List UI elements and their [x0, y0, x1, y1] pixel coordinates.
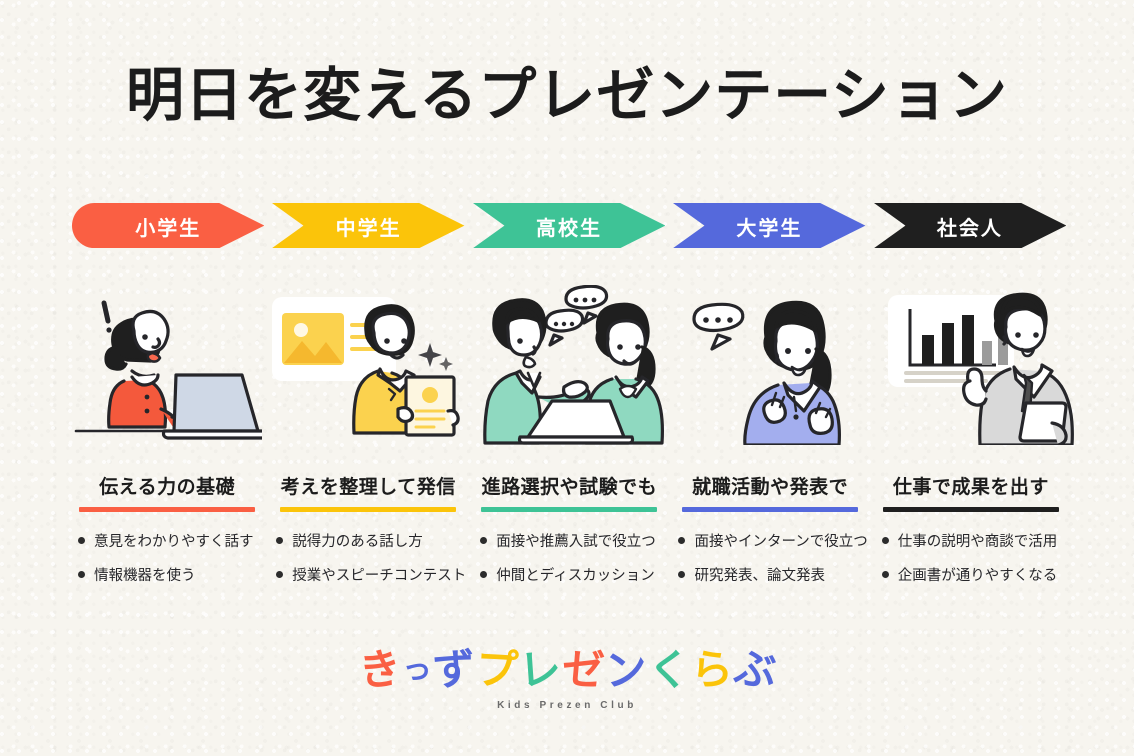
stage-bullet-list: 説得力のある話し方 授業やスピーチコンテスト [270, 530, 466, 585]
list-item: 面接や推薦入試で役立つ [480, 530, 656, 551]
bullet-dot-icon [78, 537, 85, 544]
list-item-label: 企画書が通りやすくなる [897, 568, 1058, 584]
stage-badge-label: 高校生 [536, 217, 603, 240]
stage-heading-underline [280, 507, 457, 512]
list-item: 説得力のある話し方 [276, 530, 423, 551]
bullet-dot-icon [276, 571, 284, 578]
illustration-working-adult [884, 280, 1084, 445]
illustration-row [72, 280, 1074, 445]
stage-bullet-list: 意見をわかりやすく話す 情報機器を使う [72, 530, 262, 585]
list-item-label: 面接やインターンで役立つ [694, 534, 868, 550]
stage-badge-label: 社会人 [936, 217, 1003, 240]
stage-badge-label: 小学生 [135, 217, 202, 240]
illustration-elementary [72, 280, 262, 445]
logo-char: ら [689, 644, 734, 695]
girl-at-laptop-icon [74, 300, 262, 440]
stage-heading: 就職活動や発表で [692, 477, 849, 498]
list-item: 授業やスピーチコンテスト [276, 564, 466, 585]
list-item: 企画書が通りやすくなる [881, 564, 1058, 585]
stage-heading: 仕事で成果を出す [892, 477, 1049, 498]
stage-card-working-adult: 仕事で成果を出す 仕事の説明や商談で活用 企画書が通りやすくなる [876, 472, 1066, 585]
bullet-dot-icon [480, 537, 488, 544]
illustration-junior-high [270, 280, 460, 445]
stage-heading: 考えを整理して発信 [280, 477, 456, 498]
illustration-university [676, 280, 876, 445]
list-item-label: 研究発表、論文発表 [694, 568, 825, 584]
stage-badge-label: 中学生 [335, 217, 402, 240]
logo-char: ン [602, 644, 648, 695]
student-with-certificate-and-slide-icon [272, 297, 460, 437]
stage-badge-working-adult[interactable]: 社会人 [873, 203, 1067, 249]
list-item-label: 授業やスピーチコンテスト [292, 568, 467, 584]
stage-heading-underline [481, 507, 658, 512]
list-item: 意見をわかりやすく話す [78, 530, 254, 551]
logo-char: っ [400, 652, 433, 687]
illustration-high-school [468, 280, 668, 445]
logo-wordmark: き っ ず プ レ ゼ ン く ら ぶ [356, 643, 778, 696]
stage-card-university: 就職活動や発表で 面接やインターンで役立つ 研究発表、論文発表 [672, 472, 868, 585]
list-item: 研究発表、論文発表 [678, 564, 825, 585]
stage-bullet-list: 面接やインターンで役立つ 研究発表、論文発表 [672, 530, 868, 585]
stage-badge-junior-high[interactable]: 中学生 [272, 203, 465, 249]
page-title: 明日を変えるプレゼンテーション [125, 63, 1009, 128]
logo-char: レ [517, 644, 562, 695]
stage-bullet-list: 面接や推薦入試で役立つ 仲間とディスカッション [474, 530, 664, 585]
stage-card-high-school: 進路選択や試験でも 面接や推薦入試で役立つ 仲間とディスカッション [474, 472, 664, 585]
list-item-label: 仲間とディスカッション [496, 568, 655, 584]
bullet-dot-icon [78, 571, 85, 578]
logo-char: き [356, 643, 403, 696]
stage-bullet-list: 仕事の説明や商談で活用 企画書が通りやすくなる [876, 530, 1066, 585]
logo-subtitle: Kids Prezen Club [497, 700, 637, 711]
stage-card-elementary: 伝える力の基礎 意見をわかりやすく話す 情報機器を使う [72, 472, 262, 585]
stage-badge-high-school[interactable]: 高校生 [472, 203, 666, 249]
list-item-label: 仕事の説明や商談で活用 [897, 534, 1058, 550]
stage-heading-underline [682, 507, 859, 512]
logo-char: ぶ [732, 644, 778, 695]
list-item: 面接やインターンで役立つ [678, 530, 868, 551]
list-item-label: 意見をわかりやすく話す [94, 534, 254, 550]
woman-in-suit-speaking-icon [692, 300, 841, 445]
list-item: 情報機器を使う [78, 564, 196, 585]
list-item-label: 情報機器を使う [94, 568, 196, 584]
businessman-with-bar-chart-icon [888, 292, 1074, 445]
logo-char: ず [431, 644, 476, 695]
stage-heading: 伝える力の基礎 [99, 477, 236, 498]
bullet-dot-icon [480, 571, 488, 578]
bullet-dot-icon [678, 537, 686, 544]
stage-badge-elementary[interactable]: 小学生 [72, 203, 265, 249]
stage-heading-underline [882, 507, 1059, 512]
list-item-label: 説得力のある話し方 [292, 534, 423, 550]
list-item-label: 面接や推薦入試で役立つ [496, 534, 656, 550]
stage-badge-university[interactable]: 大学生 [673, 203, 866, 249]
stage-heading: 進路選択や試験でも [481, 477, 658, 498]
bullet-dot-icon [678, 571, 686, 578]
logo-char: プ [474, 644, 519, 695]
logo-char: く [646, 644, 691, 695]
stage-detail-row: 伝える力の基礎 意見をわかりやすく話す 情報機器を使う 考えを整理して発信 説得 [72, 472, 1066, 585]
brand-logo: き っ ず プ レ ゼ ン く ら ぶ Kids Prezen Club [0, 643, 1134, 711]
two-students-discussion-icon [483, 285, 664, 445]
list-item: 仕事の説明や商談で活用 [881, 530, 1058, 551]
bullet-dot-icon [881, 571, 889, 578]
stage-badge-row: 小学生 中学生 高校生 大学生 社会人 [72, 203, 1067, 249]
list-item: 仲間とディスカッション [480, 564, 655, 585]
stage-badge-label: 大学生 [736, 217, 803, 240]
bullet-dot-icon [881, 537, 889, 544]
stage-card-junior-high: 考えを整理して発信 説得力のある話し方 授業やスピーチコンテスト [270, 472, 466, 585]
stage-heading-underline [79, 507, 256, 512]
bullet-dot-icon [276, 537, 284, 544]
logo-char: ゼ [560, 644, 606, 695]
